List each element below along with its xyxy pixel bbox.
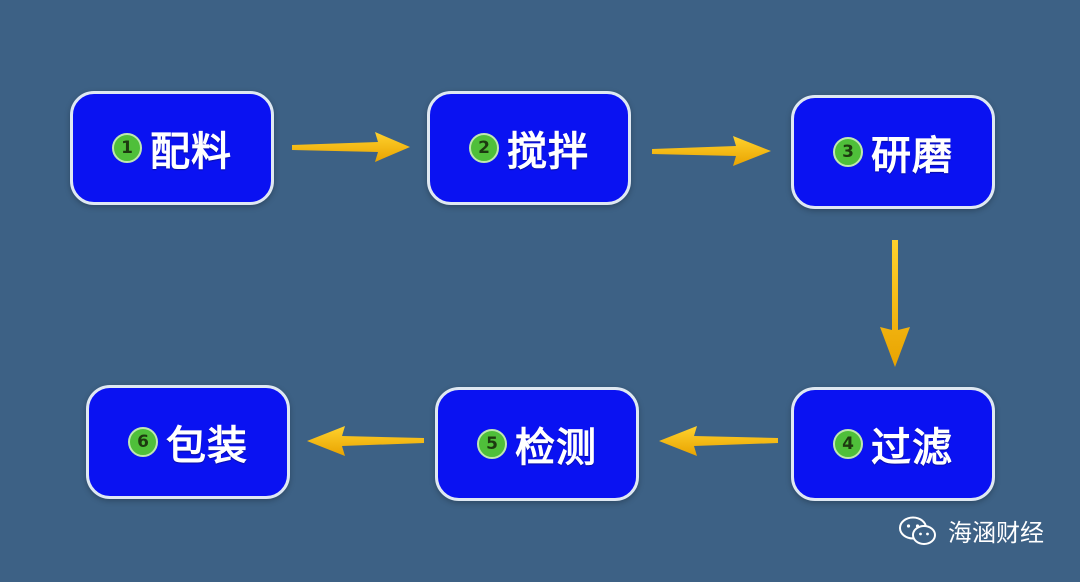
step-label: 搅拌 bbox=[507, 129, 589, 175]
step-number-badge: 3 bbox=[833, 137, 863, 167]
step-node-4: 4 过滤 bbox=[791, 387, 995, 501]
step-node-5: 5 检测 bbox=[435, 387, 639, 501]
step-number-badge: 2 bbox=[469, 133, 499, 163]
step-label: 包装 bbox=[166, 423, 248, 469]
step-number-badge: 5 bbox=[477, 429, 507, 459]
step-label: 配料 bbox=[150, 129, 232, 175]
step-number-badge: 4 bbox=[833, 429, 863, 459]
step-node-3: 3 研磨 bbox=[791, 95, 995, 209]
arrow-3-to-4 bbox=[880, 240, 910, 367]
step-label: 过滤 bbox=[871, 425, 953, 471]
step-node-6: 6 包装 bbox=[86, 385, 290, 499]
watermark-text: 海涵财经 bbox=[948, 519, 1044, 547]
arrow-2-to-3 bbox=[652, 136, 771, 166]
step-node-1: 1 配料 bbox=[70, 91, 274, 205]
step-node-2: 2 搅拌 bbox=[427, 91, 631, 205]
arrow-1-to-2 bbox=[292, 132, 410, 162]
wechat-icon bbox=[899, 516, 936, 545]
step-label: 检测 bbox=[515, 425, 597, 471]
step-number-badge: 1 bbox=[112, 133, 142, 163]
arrow-5-to-6 bbox=[307, 426, 424, 456]
step-number-badge: 6 bbox=[128, 427, 158, 457]
arrow-4-to-5 bbox=[659, 426, 778, 456]
step-label: 研磨 bbox=[871, 133, 953, 179]
watermark: 海涵财经 bbox=[898, 513, 1044, 548]
